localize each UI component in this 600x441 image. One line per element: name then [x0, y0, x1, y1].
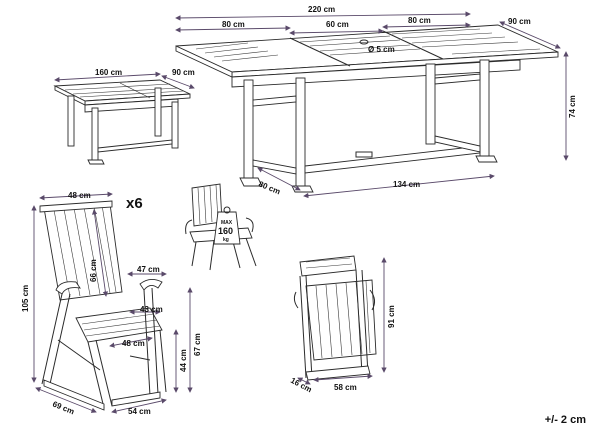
folded-chair-dimensions — [297, 257, 387, 385]
dim-chair-armrest: 47 cm — [137, 265, 160, 274]
extended-table-dimensions — [175, 11, 569, 199]
dim-folded-height: 91 cm — [387, 305, 396, 328]
dim-compact-width: 90 cm — [172, 68, 195, 77]
svg-text:kg: kg — [223, 237, 229, 243]
dim-leaf-right: 80 cm — [408, 16, 431, 25]
compact-table-drawing — [53, 79, 191, 165]
dim-chair-arm-height: 67 cm — [193, 333, 202, 356]
dim-chair-total-height: 105 cm — [21, 285, 30, 312]
quantity-label: x6 — [126, 195, 143, 212]
dim-umbrella-hole: Ø 5 cm — [368, 45, 395, 54]
tolerance-note: +/- 2 cm — [544, 414, 586, 426]
dim-table-depth: 80 cm — [257, 180, 281, 197]
dim-table-height: 74 cm — [568, 95, 577, 118]
dim-middle: 60 cm — [326, 20, 349, 29]
dim-table-width: 90 cm — [508, 17, 531, 26]
dim-chair-back-height: 66 cm — [89, 259, 98, 282]
extended-table-drawing — [175, 24, 559, 193]
svg-text:MAX: MAX — [221, 220, 233, 226]
dim-chair-seat-height: 44 cm — [179, 349, 188, 372]
dim-compact-length: 160 cm — [95, 68, 122, 77]
chair-front-dimensions — [31, 191, 193, 414]
dim-chair-inner-width: 48 cm — [122, 339, 145, 348]
dim-leaf-left: 80 cm — [222, 20, 245, 29]
dim-chair-seat-width: 48 cm — [68, 191, 91, 200]
dim-total-length: 220 cm — [308, 5, 335, 14]
dim-folded-width: 58 cm — [334, 383, 357, 392]
svg-text:160: 160 — [218, 226, 233, 236]
dim-base-length: 134 cm — [393, 180, 420, 189]
dim-chair-seat-depth: 43 cm — [140, 305, 163, 314]
weight-badge: MAX 160 kg — [218, 220, 233, 243]
folded-chair-drawing — [293, 255, 377, 381]
compact-table-dimensions — [54, 71, 195, 89]
small-chair-with-weight — [185, 183, 257, 271]
dim-chair-base-width: 54 cm — [128, 407, 151, 416]
